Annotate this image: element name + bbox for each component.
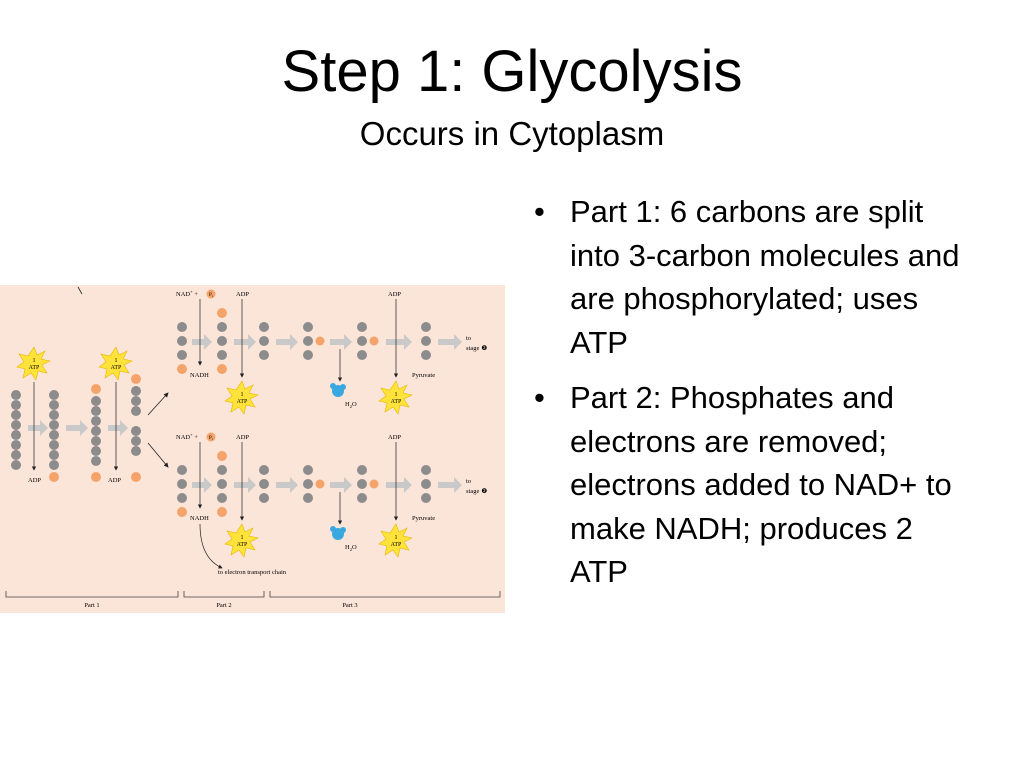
part2-label: Part 2 [216, 602, 231, 609]
nadh-label: NADH [190, 515, 209, 522]
etc-label: to electron transport chain [218, 569, 287, 576]
pyruvate-label: Pyruvate [412, 515, 435, 522]
glucose-molecule [11, 390, 21, 470]
bullet-marker: • [534, 194, 545, 229]
atp-label: 1 [395, 535, 398, 541]
nad-plus-pi-label: NAD+ + [176, 289, 198, 298]
atp-label: ATP [29, 365, 40, 371]
atp-label: 1 [115, 358, 118, 364]
process-arrow-icon [276, 334, 298, 350]
part1-section: 1 ATP 1 ATP [11, 346, 169, 484]
adp-label: ADP [236, 434, 249, 441]
part3-label: Part 3 [342, 602, 357, 609]
atp-label: ATP [111, 365, 122, 371]
pyruvate-label: Pyruvate [412, 372, 435, 379]
adp-label: ADP [388, 291, 401, 298]
three-carbon-molecule [303, 465, 325, 503]
atp-label: ATP [237, 399, 248, 405]
atp-label: ATP [237, 542, 248, 548]
three-carbon-molecule [217, 308, 227, 374]
atp-label: ATP [391, 542, 402, 548]
adp-label: ADP [28, 477, 41, 484]
lower-branch: NAD+ + Pi ADP ADP [176, 432, 487, 576]
phosphorylated-molecule [49, 390, 59, 482]
bullet-item: • Part 1: 6 carbons are split into 3-car… [530, 190, 970, 364]
slide-subtitle: Occurs in Cytoplasm [359, 115, 665, 152]
three-carbon-molecule [177, 322, 187, 374]
atp-label: 1 [241, 392, 244, 398]
atp-label: ATP [391, 399, 402, 405]
process-arrow-icon [330, 477, 352, 493]
pyruvate-molecule [421, 465, 431, 503]
three-carbon-molecule [217, 451, 227, 517]
process-arrow-icon [386, 477, 412, 493]
pyruvate-molecule [421, 322, 431, 360]
water-molecule-icon [330, 383, 346, 397]
glycolysis-diagram: 1 ATP 1 ATP [0, 285, 505, 613]
bullet-item: • Part 2: Phosphates and electrons are r… [530, 376, 970, 594]
pi-label: Pi [209, 436, 213, 441]
nad-plus-pi-label: NAD+ + [176, 432, 198, 441]
process-arrow-icon [28, 420, 48, 436]
atp-label: 1 [33, 358, 36, 364]
process-arrow-icon [66, 420, 88, 436]
bullet-list: • Part 1: 6 carbons are split into 3-car… [530, 190, 970, 606]
process-arrow-icon [234, 334, 256, 350]
process-arrow-icon [438, 334, 462, 350]
process-arrow-icon [276, 477, 298, 493]
h2o-label: H2O [345, 401, 357, 409]
atp-star-icon: 1 ATP [378, 380, 413, 415]
adp-label: ADP [236, 291, 249, 298]
atp-star-icon: 1 ATP [378, 523, 413, 558]
bullet-marker: • [534, 380, 545, 415]
bullet-text: Part 2: Phosphates and electrons are rem… [570, 380, 952, 589]
process-arrow-icon [234, 477, 256, 493]
pi-label: Pi [209, 293, 213, 298]
part-brackets [5, 591, 501, 598]
adp-label: ADP [108, 477, 121, 484]
atp-star-icon: 1 ATP [224, 523, 259, 558]
process-arrow-icon [330, 334, 352, 350]
split-arrow-icon [147, 392, 169, 416]
atp-star-icon: 1 ATP [16, 346, 51, 381]
arrow-icon [199, 523, 223, 569]
atp-star-icon: 1 ATP [224, 380, 259, 415]
phosphorylated-molecule [91, 384, 101, 482]
split-arrow-icon [147, 442, 169, 468]
diagram-background [0, 285, 505, 613]
h2o-label: H2O [345, 544, 357, 552]
process-arrow-icon [438, 477, 462, 493]
phosphate-icon [206, 289, 216, 299]
phosphorylated-molecule [131, 374, 141, 482]
atp-label: 1 [395, 392, 398, 398]
three-carbon-molecule [357, 322, 379, 360]
three-carbon-molecule [259, 465, 269, 503]
three-carbon-molecule [259, 322, 269, 360]
three-carbon-molecule [357, 465, 379, 503]
nadh-label: NADH [190, 372, 209, 379]
part1-label: Part 1 [84, 602, 99, 609]
bullet-text: Part 1: 6 carbons are split into 3-carbo… [570, 194, 960, 360]
small-arrow-icon [77, 286, 83, 295]
process-arrow-icon [192, 334, 212, 350]
to-label: to [466, 478, 471, 485]
upper-branch: NAD+ + Pi ADP ADP [176, 289, 487, 415]
to-label: to [466, 335, 471, 342]
atp-star-icon: 1 ATP [98, 346, 133, 381]
process-arrow-icon [192, 477, 212, 493]
atp-label: 1 [241, 535, 244, 541]
adp-label: ADP [388, 434, 401, 441]
three-carbon-molecule [303, 322, 325, 360]
process-arrow-icon [386, 334, 412, 350]
water-molecule-icon [330, 526, 346, 540]
three-carbon-molecule [177, 465, 187, 517]
process-arrow-icon [108, 420, 128, 436]
slide-title: Step 1: Glycolysis [281, 39, 743, 104]
phosphate-icon [206, 432, 216, 442]
